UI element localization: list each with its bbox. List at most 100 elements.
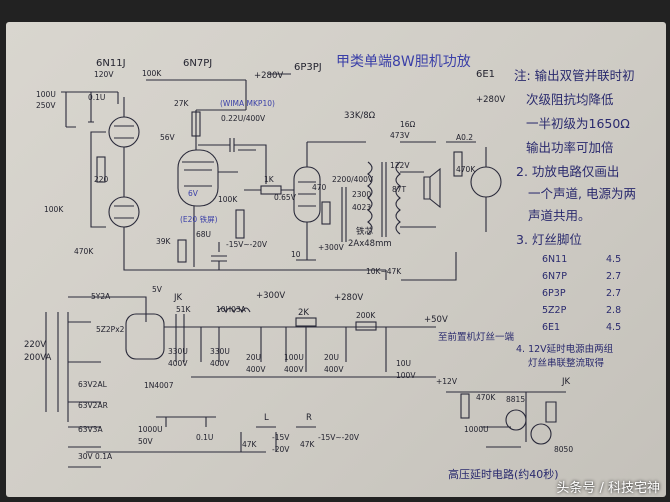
label-01u-b: 0.1U bbox=[196, 433, 213, 442]
label-400v-b: 400V bbox=[210, 359, 230, 368]
power-labels: 220V 200VA 5Y2A 5Z2Px2 JK 5V 51K 10H03A … bbox=[24, 285, 573, 481]
tube-label-6n7pj: 6N7PJ bbox=[183, 58, 212, 69]
label-jk: JK bbox=[173, 293, 183, 303]
label-transformer-size: 2Ax48mm bbox=[348, 239, 392, 249]
label-250v: 250V bbox=[36, 101, 56, 110]
label-transformer-core: 铁芯 bbox=[356, 226, 374, 237]
pin-row-pins: 4.5 bbox=[606, 322, 621, 333]
tube-label-6n11j: 6N11J bbox=[96, 58, 126, 69]
label-neg20-b: -20V bbox=[272, 445, 290, 454]
label-transformer-ratio: 33K/8Ω bbox=[344, 111, 376, 121]
label-neg15-20: -15V~-20V bbox=[226, 240, 268, 249]
label-63v2al: 63V2AL bbox=[78, 380, 108, 389]
label-cap022: 0.22U/400V bbox=[221, 114, 266, 123]
amp-labels: 120V +280V 100K 100U 250V 0.1U 27K (WIMA… bbox=[36, 69, 505, 276]
label-5y2a: 5Y2A bbox=[91, 292, 111, 301]
label-473v: 473V bbox=[390, 131, 410, 140]
tube-label-6e1: 6E1 bbox=[476, 69, 495, 80]
label-c2200: 2200/400V bbox=[332, 175, 374, 184]
label-280v-a: +280V bbox=[254, 71, 283, 81]
note-2c: 声道共用。 bbox=[528, 208, 591, 223]
label-e20: (E20 铁屏) bbox=[180, 214, 218, 224]
label-mains-220v: 220V bbox=[24, 340, 46, 350]
note-2b: 一个声道, 电源为两 bbox=[528, 186, 636, 201]
label-channel-r: R bbox=[306, 413, 312, 423]
label-065v: 0.65V bbox=[274, 193, 297, 202]
label-63v3a: 63V3A bbox=[78, 425, 103, 434]
label-56v: 56V bbox=[160, 133, 176, 142]
label-1k-a: 1K bbox=[264, 175, 275, 184]
schematic-paper: 甲类单端8W胆机功放 6N11J 6N7PJ 6P3PJ 6E1 bbox=[6, 22, 666, 497]
pin-row-tube: 6N7P bbox=[542, 271, 567, 282]
pin-row-tube: 6E1 bbox=[542, 322, 560, 333]
label-100k-b: 100K bbox=[218, 195, 238, 204]
label-47k-r: 47K bbox=[300, 440, 316, 449]
label-400v-a: 400V bbox=[168, 359, 188, 368]
label-5z2px2: 5Z2Px2 bbox=[96, 325, 125, 334]
label-120v: 120V bbox=[94, 70, 114, 79]
label-8815: 8815 bbox=[506, 395, 525, 404]
note-1c: 一半初级为1650Ω bbox=[526, 116, 630, 131]
note-1b: 次级阻抗均降低 bbox=[526, 92, 614, 107]
pin-row-pins: 2.7 bbox=[606, 271, 621, 282]
note-1d: 输出功率可加倍 bbox=[526, 140, 614, 155]
amplifier-circuit bbox=[61, 73, 502, 281]
label-5v: 5V bbox=[152, 285, 163, 294]
note-4b: 灯丝串联整流取得 bbox=[528, 357, 605, 369]
label-87t: 87T bbox=[392, 185, 407, 194]
watermark: 头条号 / 科技宅神 bbox=[556, 481, 660, 496]
note-1a: 注: 输出双管并联时初 bbox=[514, 68, 635, 83]
label-neg15-b: -15V bbox=[272, 433, 290, 442]
note-4a: 4. 12V延时电源由两组 bbox=[516, 343, 614, 355]
label-280v-b: +280V bbox=[476, 95, 505, 105]
label-100u-b: 100U bbox=[284, 353, 304, 362]
label-200k: 200K bbox=[356, 311, 376, 320]
label-2k: 2K bbox=[298, 308, 309, 318]
label-1000u-b: 1000U bbox=[464, 425, 489, 434]
label-16ohm: 16Ω bbox=[400, 120, 416, 129]
label-pot-10-47k: 10K~47K bbox=[366, 267, 402, 276]
label-30v-01a: 30V 0.1A bbox=[78, 452, 113, 461]
pin-row-tube: 6N11 bbox=[542, 254, 567, 265]
notes-panel: 注: 输出双管并联时初 次级阻抗均降低 一半初级为1650Ω 输出功率可加倍 2… bbox=[514, 68, 636, 369]
label-470k-b: 470K bbox=[456, 165, 476, 174]
label-300v-b: +300V bbox=[256, 291, 285, 301]
label-100k-pot: 100K bbox=[142, 69, 162, 78]
label-330u-a: 330U bbox=[168, 347, 188, 356]
label-280v-c: +280V bbox=[334, 293, 363, 303]
label-400v-d: 400V bbox=[284, 365, 304, 374]
label-470: 470 bbox=[312, 183, 327, 192]
note-3: 3. 灯丝脚位 bbox=[516, 232, 582, 247]
label-27k: 27K bbox=[174, 99, 190, 108]
pin-row-pins: 4.5 bbox=[606, 254, 621, 265]
label-300v: +300V bbox=[318, 243, 345, 252]
label-47k-l: 47K bbox=[242, 440, 258, 449]
pin-row-pins: 2.8 bbox=[606, 305, 621, 316]
label-122v: 122V bbox=[390, 161, 410, 170]
delay-circuit-title: 高压延时电路(约40秒) bbox=[448, 467, 559, 481]
label-1000u: 1000U bbox=[138, 425, 163, 434]
label-8050: 8050 bbox=[554, 445, 573, 454]
power-supply-circuit bbox=[45, 296, 566, 468]
schematic-drawing: 甲类单端8W胆机功放 6N11J 6N7PJ 6P3PJ 6E1 bbox=[24, 54, 636, 481]
label-100u: 100U bbox=[36, 90, 56, 99]
pin-row-tube: 5Z2P bbox=[542, 305, 567, 316]
label-a02: A0.2 bbox=[456, 133, 473, 142]
label-63v2ar: 63V2AR bbox=[78, 401, 108, 410]
label-220: 220 bbox=[94, 175, 109, 184]
label-100k-a: 100K bbox=[44, 205, 64, 214]
label-100v: 100V bbox=[396, 371, 416, 380]
label-470k: 470K bbox=[74, 247, 94, 256]
label-12v: +12V bbox=[436, 377, 458, 386]
label-50v-cap: 50V bbox=[138, 437, 154, 446]
pin-row-tube: 6P3P bbox=[542, 288, 566, 299]
label-preamp-filament: 至前置机灯丝一端 bbox=[438, 331, 515, 343]
label-51k: 51K bbox=[176, 305, 192, 314]
pin-row-pins: 2.7 bbox=[606, 288, 621, 299]
label-39k: 39K bbox=[156, 237, 172, 246]
schematic-title: 甲类单端8W胆机功放 bbox=[336, 54, 471, 70]
label-channel-l: L bbox=[264, 413, 269, 423]
label-330u-b: 330U bbox=[210, 347, 230, 356]
label-wima: (WIMA MKP10) bbox=[220, 99, 275, 108]
